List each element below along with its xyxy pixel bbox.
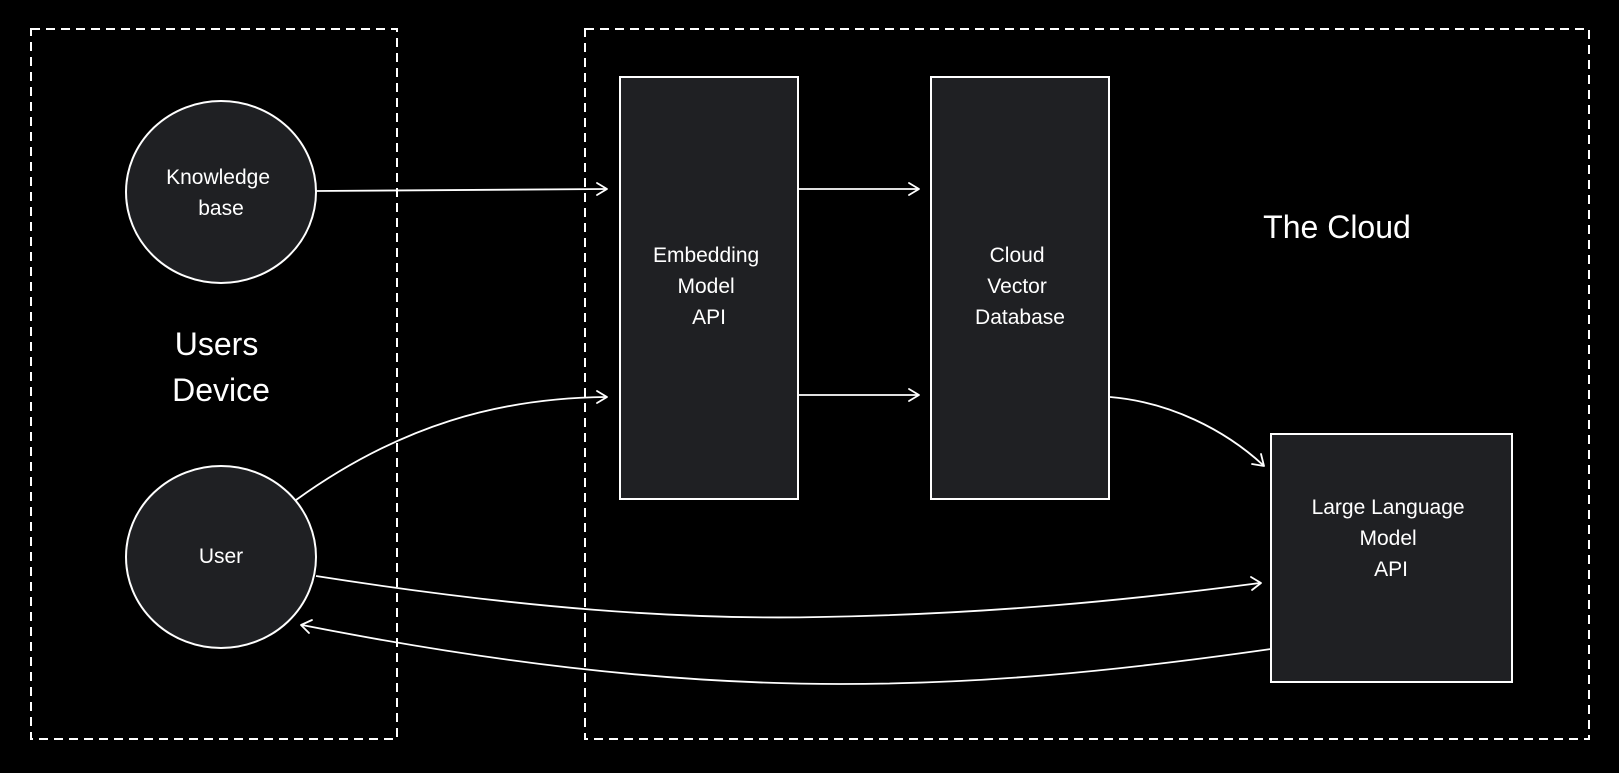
- node-embedding-api-label-line-2: Model: [677, 275, 734, 298]
- edge-knowledge-base-to-embedding: [315, 182, 608, 196]
- node-vector-db-label: Cloud Vector Database: [975, 244, 1065, 329]
- edge-llm-to-user: [300, 619, 1272, 685]
- region-users-device-label-line-2: Device: [172, 372, 270, 408]
- edges: [295, 182, 1272, 685]
- arrowhead-icon: [596, 390, 608, 404]
- region-users-device-label-line-1: Users: [175, 326, 259, 362]
- nodes: Knowledge base User Embedding Model API …: [125, 76, 1513, 683]
- arrowhead-icon: [1250, 576, 1262, 591]
- node-knowledge-base: Knowledge base: [125, 100, 317, 284]
- node-knowledge-base-circle: [125, 100, 317, 284]
- region-cloud: The Cloud: [584, 28, 1590, 740]
- node-vector-db: Cloud Vector Database: [930, 76, 1110, 500]
- node-embedding-api-label: Embedding Model API: [653, 244, 765, 329]
- node-embedding-api: Embedding Model API: [619, 76, 799, 500]
- arrowhead-icon: [1251, 453, 1265, 467]
- node-llm-api-label: Large Language Model API: [1312, 496, 1471, 581]
- node-embedding-api-label-line-1: Embedding: [653, 244, 759, 267]
- region-cloud-border: [584, 28, 1590, 740]
- node-embedding-api-box: [619, 76, 799, 500]
- arrowhead-icon: [908, 182, 920, 196]
- edge-embedding-to-vector-db-top: [799, 182, 920, 196]
- arrowhead-icon: [908, 388, 920, 402]
- node-user: User: [125, 465, 317, 649]
- node-vector-db-box: [930, 76, 1110, 500]
- region-users-device-label: Users Device: [172, 326, 270, 408]
- node-knowledge-base-label-line-1: Knowledge: [166, 166, 270, 189]
- node-llm-api-label-line-2: Model: [1359, 527, 1416, 550]
- node-knowledge-base-label: Knowledge base: [166, 166, 276, 220]
- node-llm-api-label-line-1: Large Language: [1312, 496, 1465, 519]
- node-user-circle: [125, 465, 317, 649]
- node-llm-api: Large Language Model API: [1270, 433, 1513, 683]
- edge-vector-db-to-llm: [1109, 396, 1265, 467]
- arrowhead-icon: [596, 182, 608, 196]
- region-cloud-label: The Cloud: [1263, 209, 1411, 245]
- region-users-device: Users Device: [30, 28, 398, 740]
- region-users-device-border: [30, 28, 398, 740]
- node-vector-db-label-line-1: Cloud: [990, 244, 1045, 267]
- node-vector-db-label-line-2: Vector: [987, 275, 1047, 298]
- edge-user-to-llm: [315, 575, 1262, 619]
- node-embedding-api-label-line-3: API: [692, 306, 726, 329]
- arrowhead-icon: [300, 619, 313, 634]
- node-user-label: User: [199, 545, 243, 568]
- node-knowledge-base-label-line-2: base: [198, 197, 244, 220]
- node-llm-api-label-line-3: API: [1374, 558, 1408, 581]
- node-vector-db-label-line-3: Database: [975, 306, 1065, 329]
- edge-user-to-embedding: [295, 390, 608, 501]
- edge-embedding-to-vector-db-bottom: [799, 388, 920, 402]
- node-llm-api-box: [1270, 433, 1513, 683]
